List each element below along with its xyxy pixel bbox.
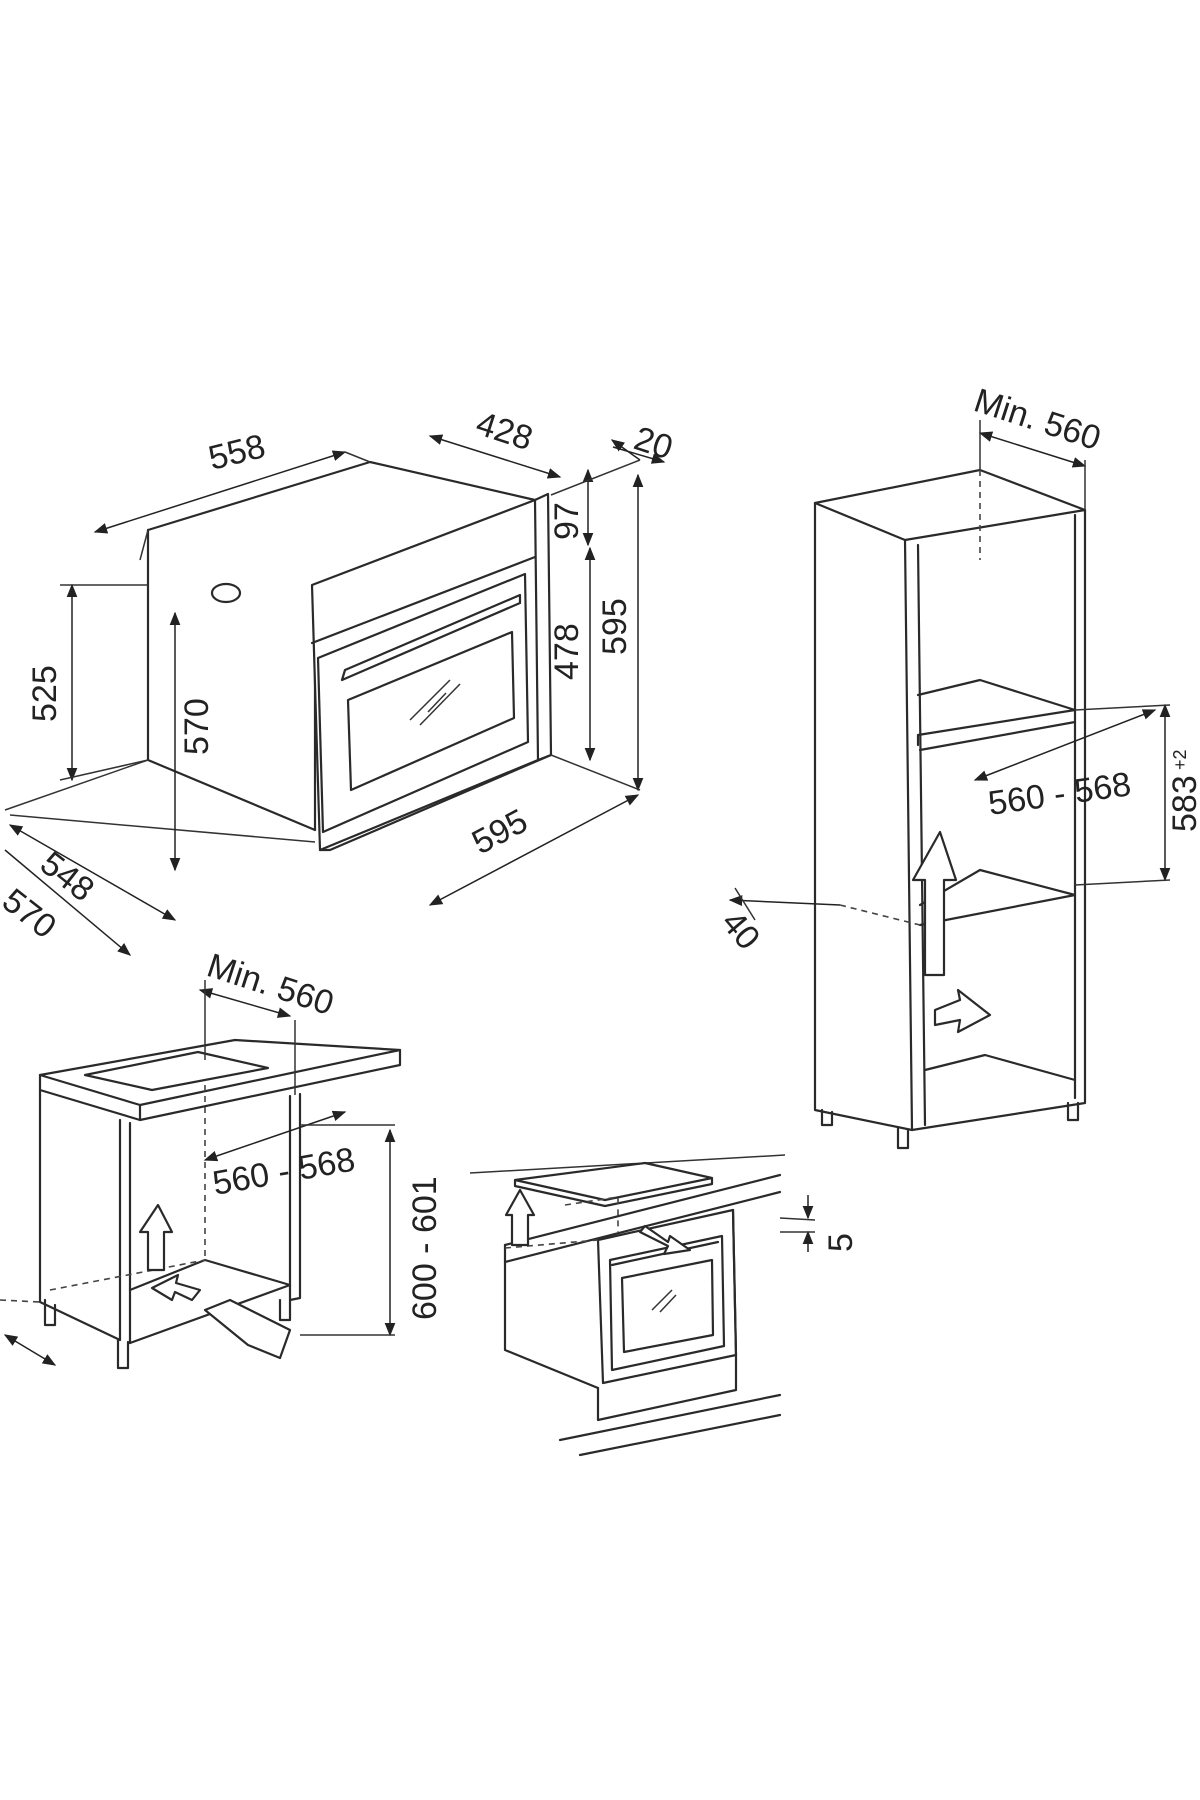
label-column-40: 40: [714, 904, 767, 957]
label-570-height: 570: [178, 698, 216, 755]
install-floor: [558, 1393, 782, 1457]
install-hob: [513, 1161, 714, 1208]
label-20: 20: [630, 419, 678, 467]
airflow-arrow-icon: [911, 830, 958, 977]
column-dimension-labels: Min. 560 560 - 568 583 +2 40: [714, 381, 1200, 957]
oven-glass-reflection: [409, 679, 461, 726]
install-cabinet-left: [503, 1260, 600, 1390]
hob-oven-dimension-lines: [779, 1195, 816, 1252]
label-558: 558: [205, 427, 269, 478]
floor-line: [4, 759, 316, 843]
install-oven-window: [620, 1258, 715, 1354]
label-under-600-601: 600 - 601: [406, 1176, 444, 1320]
column-foot-left: [820, 1108, 834, 1127]
airflow-arrow-icon: [150, 1273, 202, 1302]
label-hob-5: 5: [822, 1233, 860, 1252]
oven-dimension-lines: [4, 434, 666, 956]
oven-cable-gland: [210, 582, 242, 604]
cabinet-foot-middle: [116, 1338, 130, 1370]
install-worktop-front: [503, 1173, 782, 1264]
column-dimension-lines: [728, 420, 1171, 921]
oven-front-bottom-edge: [318, 753, 553, 852]
label-under-min-560: Min. 560: [203, 946, 339, 1022]
under-counter-dimension-labels: Min. 560 560 - 568 600 - 601: [203, 946, 444, 1320]
oven-door-window: [346, 630, 516, 792]
label-column-min-560: Min. 560: [970, 381, 1106, 457]
column-foot-right: [1066, 1101, 1080, 1122]
oven-drawing: [4, 460, 553, 852]
column-inner-left: [916, 543, 927, 1127]
install-oven-body: [596, 1208, 738, 1385]
install-oven-door: [608, 1234, 726, 1372]
cabinet-right-side: [288, 1092, 302, 1302]
label-595-height: 595: [596, 598, 634, 655]
column-front-left-edge: [813, 501, 914, 1132]
label-97: 97: [548, 502, 586, 540]
install-dashed: [504, 1196, 619, 1249]
oven-door-handle: [340, 593, 522, 682]
airflow-arrow-icon: [138, 1203, 174, 1272]
column-front-right-edge: [903, 508, 1087, 542]
cabinet-dashed-floor: [0, 1259, 206, 1303]
label-column-583-tolerance: +2: [1170, 749, 1190, 770]
under-counter-cabinet-drawing: [0, 1038, 402, 1370]
label-595-width: 595: [466, 802, 534, 862]
cabinet-foot-right: [278, 1298, 292, 1322]
install-cabinet-right: [596, 1208, 738, 1422]
hob-oven-dimension-labels: 5: [822, 1233, 860, 1252]
column-dashed-floor: [839, 904, 921, 926]
label-under-560-568: 560 - 568: [210, 1141, 358, 1203]
oven-body-left: [146, 528, 317, 832]
airflow-arrow-icon: [638, 1224, 692, 1256]
column-base-shelf: [923, 1053, 1077, 1082]
label-478: 478: [548, 623, 586, 680]
hob-cutout: [83, 1050, 270, 1092]
oven-front-face: [310, 498, 540, 852]
airflow-arrow-icon: [933, 988, 992, 1034]
under-counter-dimension-lines: [3, 980, 396, 1366]
column-shelf-middle: [918, 720, 1077, 752]
airflow-arrow-icon: [203, 1298, 292, 1360]
label-428: 428: [472, 404, 538, 458]
cabinet-foot-left: [43, 1298, 57, 1327]
install-worktop-back: [469, 1154, 786, 1174]
column-foot-middle: [896, 1126, 910, 1150]
label-525: 525: [26, 665, 64, 722]
label-column-560-568: 560 - 568: [986, 765, 1134, 823]
oven-control-panel-line: [310, 555, 537, 645]
label-column-583: 583: [1166, 775, 1200, 832]
oven-door-outline: [316, 572, 530, 834]
column-shelf-bottom: [918, 868, 1077, 927]
cabinet-left-side: [38, 1088, 122, 1342]
airflow-arrow-icon: [504, 1188, 536, 1247]
install-oven-glass: [651, 1289, 677, 1313]
hob-oven-drawing: [469, 1154, 786, 1457]
